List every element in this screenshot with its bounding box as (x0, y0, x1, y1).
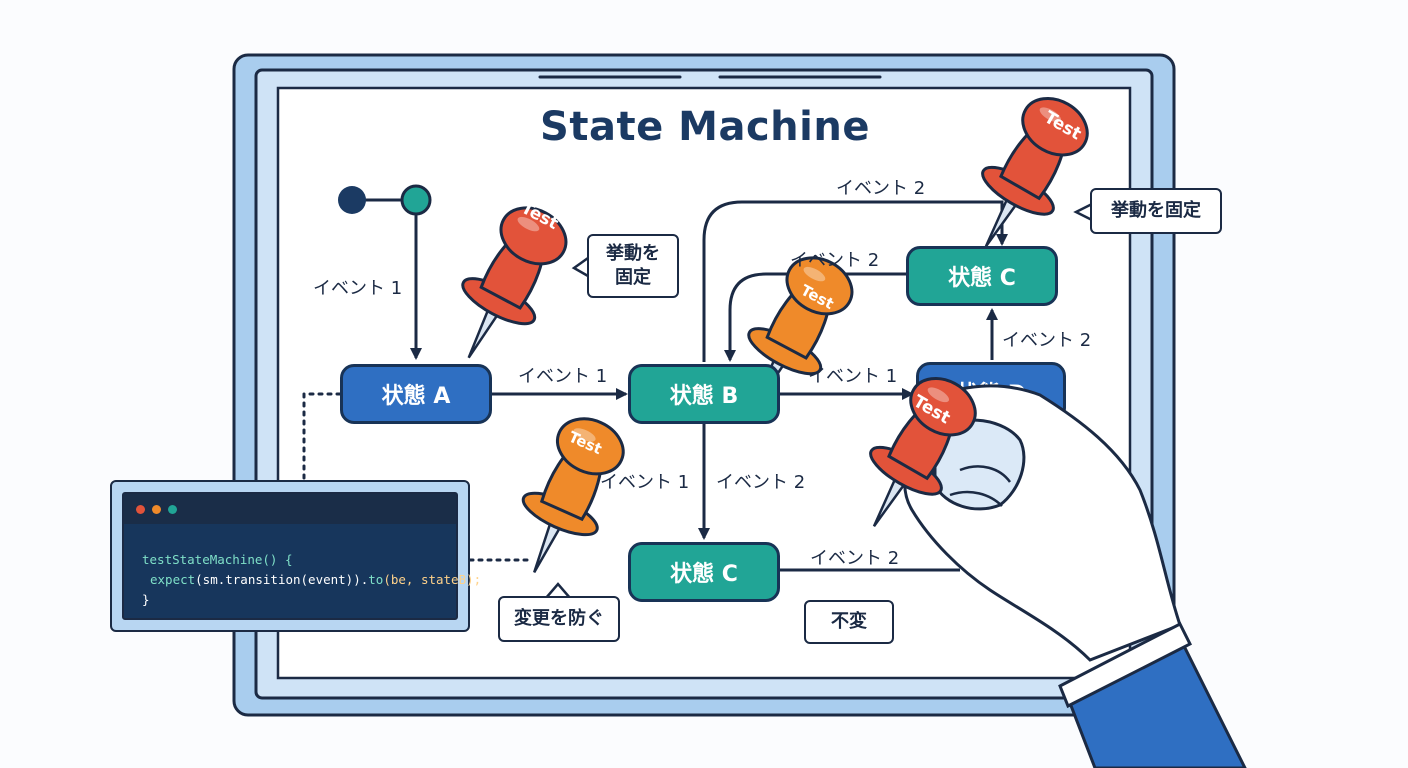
minimize-dot-icon[interactable] (152, 505, 161, 514)
code-line-1: testStateMachine() { (142, 552, 293, 567)
edge-label-b-down-right: イベント 2 (716, 472, 806, 493)
code-window-titlebar (124, 494, 456, 524)
callout-fix-behavior-right: 挙動を固定 (1090, 188, 1222, 234)
code-window: testStateMachine() { expect(sm.transitio… (110, 480, 481, 632)
code-token-call: (sm.transition(event)). (195, 572, 369, 587)
edge-label-a-to-b: イベント 1 (518, 366, 608, 387)
dotted-code-link-top (302, 392, 342, 480)
callout-prevent-change: 変更を防ぐ (498, 596, 620, 642)
callout-unchanged: 不変 (804, 600, 894, 644)
shirt-cuff (1058, 621, 1193, 709)
callout-fix-behavior-left: 挙動を 固定 (587, 234, 679, 298)
hand-fist (933, 418, 1026, 511)
code-line-2: expect(sm.transition(event)).to(be, stat… (150, 572, 481, 587)
state-b[interactable]: 状態 B (628, 364, 780, 424)
edge-label-init-to-a: イベント 1 (313, 278, 403, 299)
close-dot-icon[interactable] (136, 505, 145, 514)
arrow-c-to-b (724, 272, 906, 362)
edge-label-c-bottom-right: イベント 2 (810, 548, 900, 569)
arrow-b-loop-top (702, 200, 1008, 362)
edge-label-b-loop-top: イベント 2 (836, 178, 926, 199)
edge-label-c-to-b: イベント 2 (790, 250, 880, 271)
maximize-dot-icon[interactable] (168, 505, 177, 514)
edge-label-b-down-left: イベント 1 (600, 472, 690, 493)
state-a[interactable]: 状態 A (340, 364, 492, 424)
edge-label-d-to-c: イベント 2 (1002, 330, 1092, 351)
code-token-expect: expect (150, 572, 196, 587)
state-c-top[interactable]: 状態 C (906, 246, 1058, 306)
code-editor: testStateMachine() { expect(sm.transitio… (122, 492, 481, 620)
diagram-title: State Machine (540, 104, 870, 150)
code-line-3: } (142, 592, 150, 607)
edge-label-b-to-d: イベント 1 (808, 366, 898, 387)
code-token-args: (be, stateB); (383, 572, 482, 587)
initial-node (338, 186, 366, 214)
state-c-bottom[interactable]: 状態 C (628, 542, 780, 602)
code-token-to: to (368, 572, 384, 587)
